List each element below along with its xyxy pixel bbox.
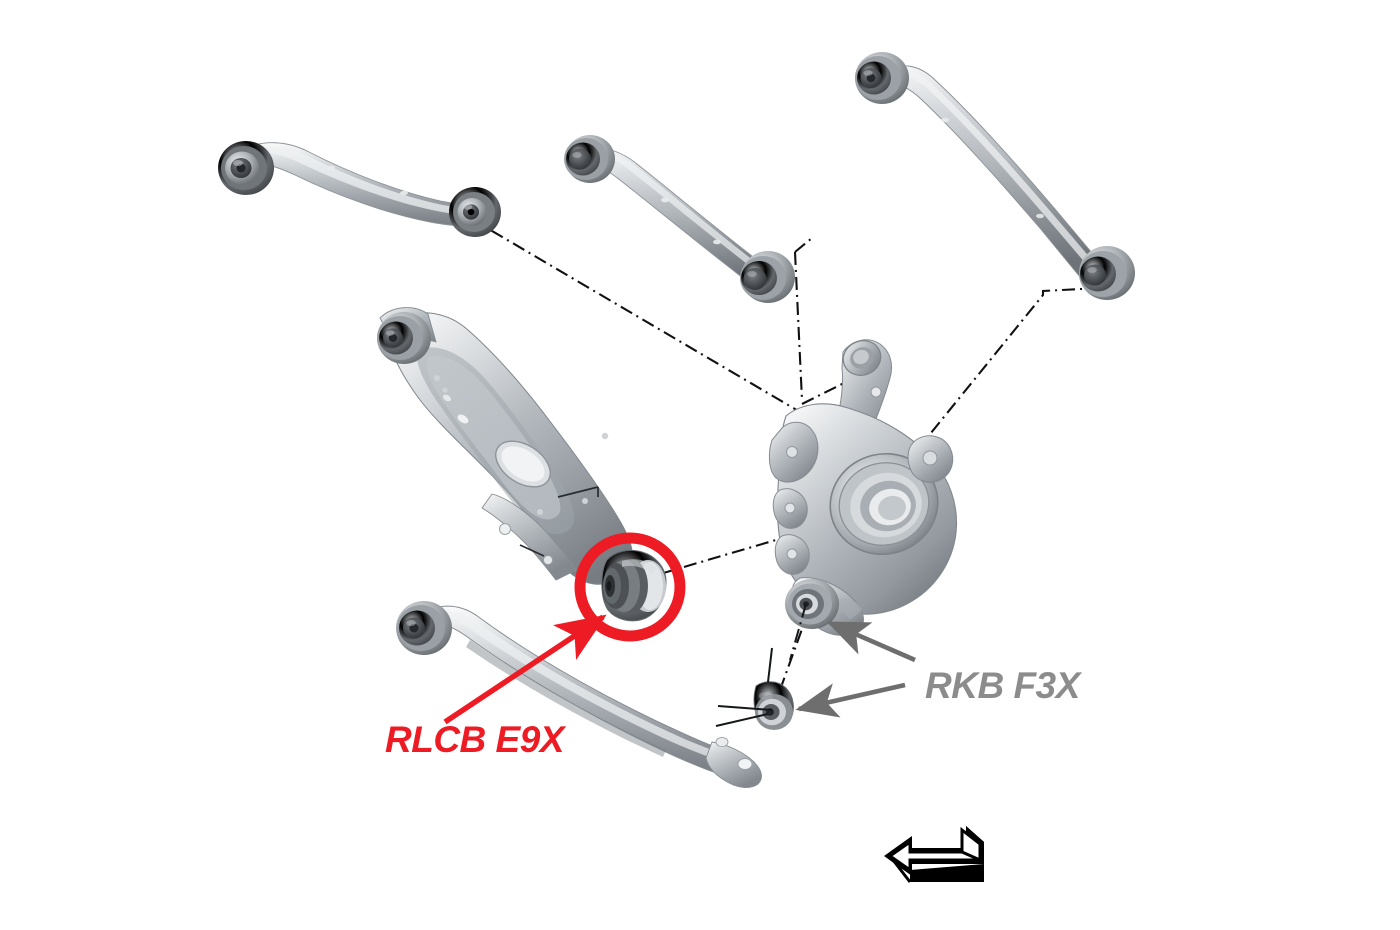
assembly-line-guide-rod-vertical [793,251,804,401]
bushing-knuckle-lower [785,579,839,629]
part-trailing-arm [396,601,762,788]
assembly-line-camber-link [921,286,1101,445]
direction-of-travel-arrow [884,826,984,883]
callout-arrow-red [443,614,607,725]
part-loose-bushing [753,681,794,730]
highlight-circle [574,532,686,642]
bushing-trailing-arm-inboard [396,601,452,655]
label-rkb-f3x: RKB F3X [925,665,1083,706]
bushing-guide-rod-inboard [564,135,615,183]
part-rear-lower-control-arm [377,307,633,585]
bushing-camber-link-inboard [855,52,909,104]
bushing-upper-arm-outboard [449,187,501,237]
bushing-lca-inboard [377,312,431,364]
bushing-leader-lines [715,603,807,727]
bushing-guide-rod-outboard [740,251,795,303]
assembly-line-guide-rod-stub [794,237,813,253]
bushing-rear-lower-control-arm-highlighted [601,549,667,622]
part-rear-wheel-knuckle [768,339,958,636]
assembly-line-knuckle-upper-mount [801,369,871,405]
bushing-camber-link-outboard [1079,246,1135,300]
bushing-upper-arm-inboard [218,141,274,195]
label-rlcb-e9x: RLCB E9X [385,719,567,760]
part-guide-rod [564,135,795,303]
assembly-line-loose-bushing [779,617,807,691]
part-upper-control-arm [218,141,501,237]
callout-arrow-gray-lower [795,682,906,718]
callout-arrow-gray-upper [826,620,916,663]
assembly-line-upper-left-arm [469,217,801,413]
part-camber-link [855,52,1135,300]
